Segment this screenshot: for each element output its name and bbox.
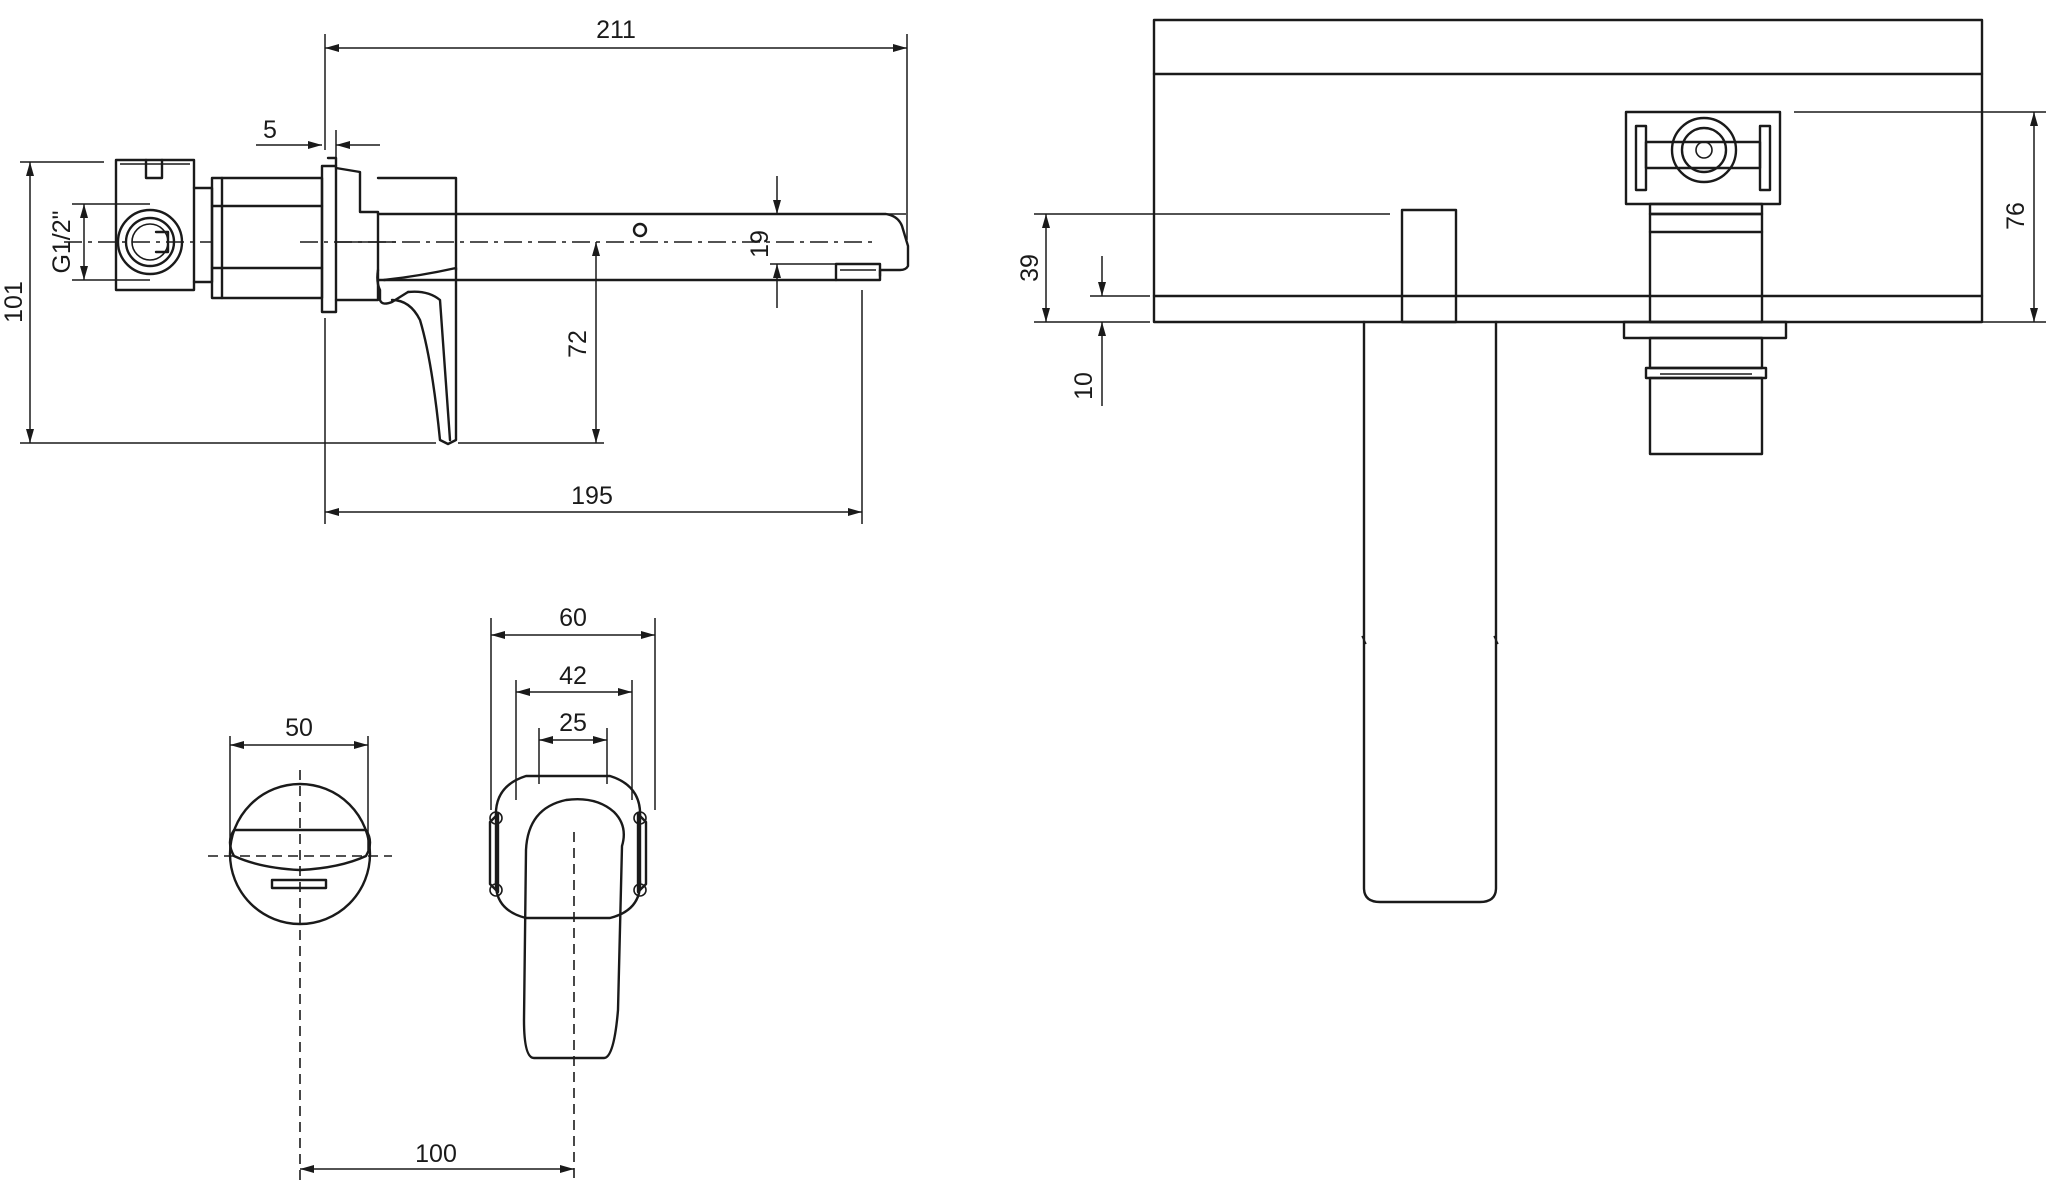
spout xyxy=(334,166,910,302)
dim-195-label: 195 xyxy=(571,482,613,510)
mixer-body xyxy=(210,176,324,300)
dim-60-label: 60 xyxy=(559,604,587,632)
dim-thread-label: G1/2" xyxy=(48,210,76,273)
plan-view: 76 39 10 xyxy=(1016,18,2046,904)
plan-valve xyxy=(1622,110,1788,456)
handle-front-view: 60 42 25 100 xyxy=(300,604,656,1180)
dim-39-label: 39 xyxy=(1016,254,1044,282)
dim-72: 72 xyxy=(564,242,600,443)
dim-72-label: 72 xyxy=(564,330,592,358)
concealed-valve-body xyxy=(114,158,214,292)
dim-10: 10 xyxy=(1070,256,1150,406)
dim-19-label: 19 xyxy=(746,230,774,258)
dim-101-label: 101 xyxy=(0,281,28,323)
dim-211: 211 xyxy=(324,16,908,240)
dim-50-label: 50 xyxy=(285,714,313,742)
dim-25-label: 25 xyxy=(559,709,587,737)
dim-5: 5 xyxy=(256,116,380,166)
dim-50: 50 xyxy=(229,714,369,850)
dim-25: 25 xyxy=(538,709,608,784)
dim-39: 39 xyxy=(1016,213,1390,323)
dim-76: 76 xyxy=(1794,111,2046,323)
wall-flange xyxy=(320,156,338,314)
dim-thread: G1/2" xyxy=(48,203,150,281)
dim-19: 19 xyxy=(746,176,906,308)
side-view: 211 5 G1/2" 101 19 xyxy=(0,16,910,524)
rosette-front-view: 50 xyxy=(208,714,392,1180)
dim-10-label: 10 xyxy=(1070,372,1098,400)
plan-spout xyxy=(1361,208,1499,904)
dim-211-label: 211 xyxy=(596,16,636,44)
dim-42-label: 42 xyxy=(559,662,587,690)
dim-101: 101 xyxy=(0,161,436,444)
lever-handle xyxy=(376,212,458,446)
dim-76-label: 76 xyxy=(2002,202,2030,230)
dim-195: 195 xyxy=(324,290,863,524)
dim-100: 100 xyxy=(300,1140,574,1173)
dim-5-label: 5 xyxy=(263,116,277,144)
dim-42: 42 xyxy=(515,662,633,800)
dim-60: 60 xyxy=(490,604,656,810)
dim-100-label: 100 xyxy=(415,1140,457,1168)
